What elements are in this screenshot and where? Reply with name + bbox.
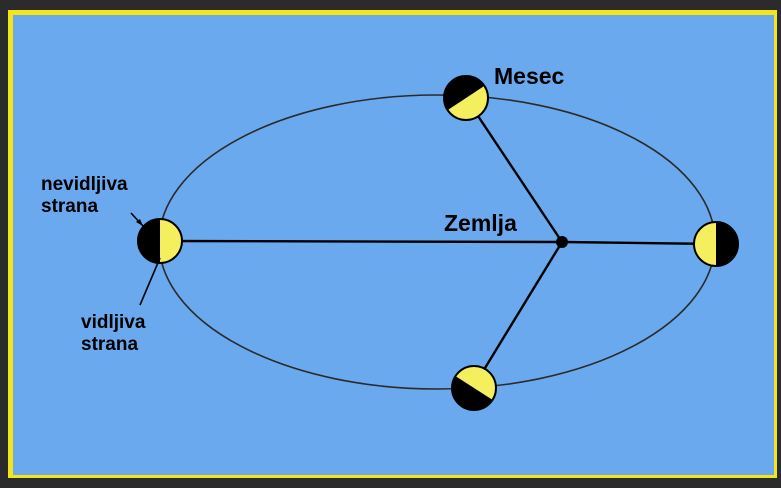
moon-bottom	[451, 365, 497, 411]
near-side-label-line1: vidljiva	[81, 312, 146, 333]
line-to-right-moon	[561, 240, 717, 246]
moon-left-dark	[138, 219, 160, 263]
moon-left	[137, 218, 183, 264]
moon-left-outline	[137, 218, 183, 264]
far-side-label-line2: strana	[41, 196, 98, 217]
moon-bottom-dark	[452, 376, 493, 410]
earth-moon-lines	[161, 97, 717, 387]
line-to-top-moon	[465, 97, 563, 243]
moon-label: Mesec	[494, 63, 565, 89]
line-to-left-moon	[161, 239, 563, 244]
sky-panel	[13, 15, 774, 475]
moon-right	[693, 221, 739, 267]
moon-right-outline	[693, 221, 739, 267]
earth-dot	[556, 236, 568, 248]
near-side-label-line2: strana	[81, 334, 138, 355]
near-side-pointer	[139, 257, 161, 306]
line-to-bottom-moon	[472, 241, 564, 387]
moon-bottom-outline	[451, 365, 497, 411]
far-side-label-line1: nevidljiva	[41, 174, 128, 195]
earth-label: Zemlja	[444, 210, 517, 236]
far-side-pointer-arrow	[136, 219, 143, 226]
moon-top-outline	[443, 75, 489, 121]
moon-top-dark	[444, 76, 485, 111]
moon-right-dark	[716, 222, 738, 266]
moon-top	[443, 75, 489, 121]
